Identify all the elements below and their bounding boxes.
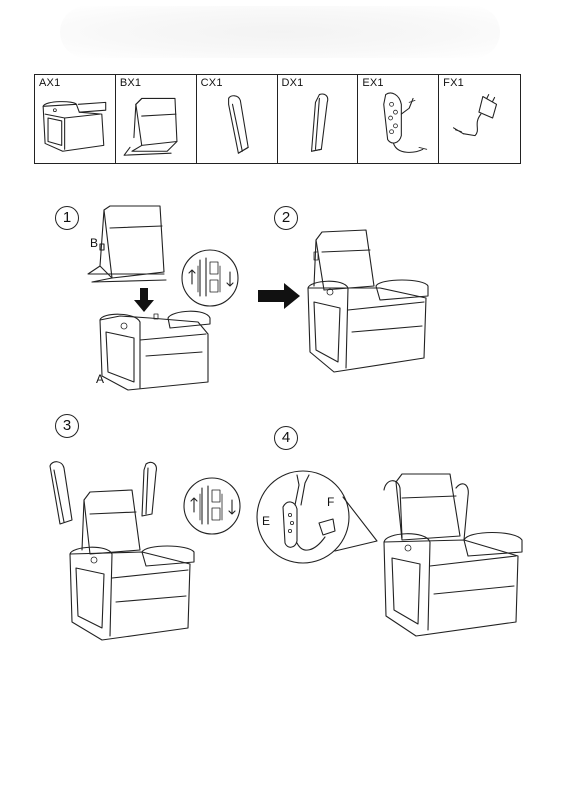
label-base: A [96, 372, 105, 386]
step-2-number: 2 [274, 206, 298, 230]
right-arrow-icon [258, 283, 300, 309]
parts-list: AX1 BX1 CX1 DX1 [34, 74, 521, 164]
part-label: CX1 [200, 77, 223, 89]
part-label: BX1 [119, 77, 142, 89]
label-adapter: F [327, 495, 335, 509]
step-2-illustration [307, 229, 429, 373]
part-bx1: BX1 [116, 75, 197, 163]
part-label: FX1 [443, 77, 464, 89]
part-ex1: EX1 [358, 75, 440, 163]
step-3-illustration [49, 461, 241, 641]
armrest-cap-right-icon [310, 93, 328, 152]
part-dx1: DX1 [278, 75, 359, 163]
seat-base-icon [42, 101, 107, 152]
label-remote: E [262, 514, 271, 528]
part-label: AX1 [39, 77, 61, 89]
header-blur [60, 6, 500, 58]
remote-control-icon [383, 92, 428, 153]
step-4-finished-chair [383, 473, 523, 637]
part-cx1: CX1 [197, 75, 278, 163]
armrest-cap-left-icon [227, 95, 249, 154]
part-label: DX1 [281, 77, 304, 89]
step-1-number: 1 [55, 206, 79, 230]
part-label: EX1 [362, 77, 384, 89]
label-backrest: B [90, 236, 99, 250]
down-arrow-icon [134, 288, 154, 312]
step-4-connection-detail [256, 470, 378, 564]
step-1-illustration [87, 205, 239, 391]
power-adapter-icon [453, 94, 498, 137]
step-4-number: 4 [274, 426, 298, 450]
part-fx1: FX1 [439, 75, 520, 163]
part-ax1: AX1 [35, 75, 116, 163]
backrest-icon [123, 97, 178, 156]
step-3-number: 3 [55, 414, 79, 438]
